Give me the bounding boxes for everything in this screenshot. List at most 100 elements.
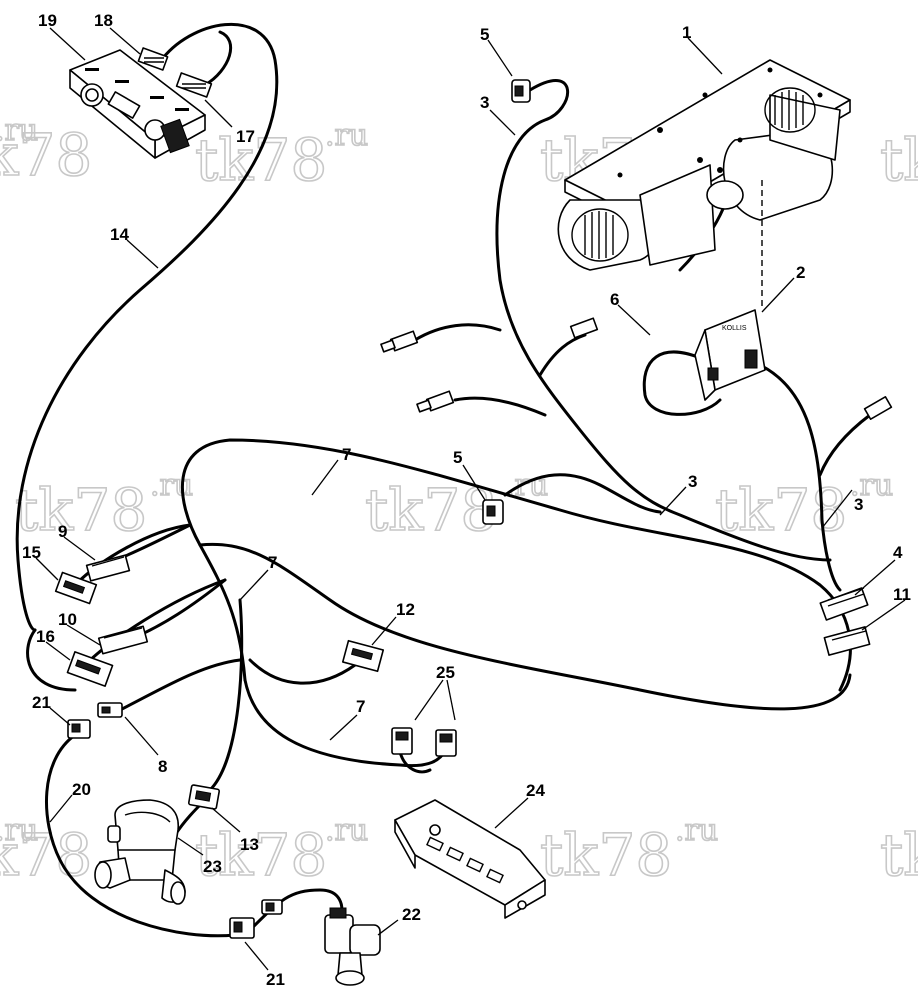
wire-3-right-connector — [818, 413, 872, 477]
wire-3-branch-a — [538, 333, 587, 377]
wire-3-top — [495, 79, 832, 562]
callout-25: 25 — [436, 663, 455, 682]
callout-19: 19 — [38, 11, 57, 30]
connector-9 — [85, 554, 131, 582]
connector-10 — [97, 625, 149, 655]
connector-11 — [823, 626, 871, 656]
callout-3-mid: 3 — [688, 472, 697, 491]
control-panel — [69, 49, 206, 159]
connector-16 — [66, 651, 114, 687]
wire-5-branch — [503, 473, 662, 514]
inline-connector-c — [569, 317, 599, 339]
wire-7-trunk — [243, 678, 448, 768]
connector-18 — [137, 47, 169, 71]
wire-7-branch-25a — [398, 750, 432, 774]
wire-3-branch-c — [453, 396, 547, 417]
callout-20: 20 — [72, 780, 91, 799]
callout-labels: 1 2 3 3 3 4 5 5 6 7 7 7 8 9 10 11 12 13 … — [22, 11, 911, 989]
callout-22: 22 — [402, 905, 421, 924]
watermark-main: tk78 — [195, 126, 327, 194]
callout-3-right: 3 — [854, 495, 863, 514]
wire-7-branch-13 — [208, 598, 244, 792]
water-valve — [94, 799, 186, 905]
watermark-suffix: .ru — [850, 468, 893, 503]
resistor-module: KOLLIS — [694, 309, 766, 401]
callout-13: 13 — [240, 835, 259, 854]
connector-4 — [819, 587, 869, 621]
watermark-suffix: .ru — [325, 118, 368, 153]
watermark-main: tk78 — [195, 821, 327, 889]
callout-21-bottom: 21 — [266, 970, 285, 989]
wire-7-branch-16 — [83, 578, 227, 667]
watermarks: tk78 .ru tk78 .ru tk78 .ru tk78 tk78 .ru… — [0, 112, 918, 890]
callout-7-bottom: 7 — [356, 697, 365, 716]
callout-4: 4 — [893, 543, 903, 562]
watermark-suffix: .ru — [505, 468, 548, 503]
wire-3-right — [758, 363, 842, 592]
connector-15 — [54, 571, 98, 605]
connector-8 — [97, 702, 123, 718]
wire-7-branch-15 — [73, 523, 192, 587]
watermark-main: tk78 — [0, 121, 92, 189]
watermark-suffix: .ru — [675, 813, 718, 848]
bracket-slots — [426, 836, 504, 884]
wire-7-lower — [198, 542, 852, 711]
inline-connector-b — [416, 390, 455, 413]
callout-11: 11 — [893, 585, 911, 604]
connector-12 — [341, 639, 385, 673]
wire-8 — [118, 658, 242, 712]
watermark-main: tk78 — [880, 126, 918, 194]
callout-23: 23 — [203, 857, 222, 876]
watermark-main: tk78 — [15, 476, 147, 544]
callout-3-top: 3 — [480, 93, 489, 112]
wire-20 — [45, 733, 237, 938]
connector-21-top — [67, 719, 91, 739]
callout-12: 12 — [396, 600, 415, 619]
wire-7-branch-12 — [248, 658, 357, 685]
blower-wheel-right — [764, 87, 816, 133]
connector-5-mid — [482, 499, 504, 525]
callout-15: 15 — [22, 543, 41, 562]
callout-10: 10 — [58, 610, 77, 629]
callout-14: 14 — [110, 225, 129, 244]
callout-17: 17 — [236, 127, 255, 146]
callout-8: 8 — [158, 757, 167, 776]
watermark-suffix: .ru — [150, 468, 193, 503]
watermark-main: tk78 — [0, 821, 92, 889]
watermark-suffix: .ru — [0, 113, 38, 148]
leader-lines — [35, 27, 906, 971]
solenoid-valve — [324, 907, 381, 986]
callout-16: 16 — [36, 627, 55, 646]
connector-13 — [187, 784, 221, 810]
mounting-bracket — [394, 799, 546, 919]
watermark-main: tk78 — [880, 821, 918, 889]
callout-24: 24 — [526, 781, 545, 800]
callout-21-top: 21 — [32, 693, 51, 712]
control-panel-buttons — [85, 68, 189, 111]
callout-1: 1 — [682, 23, 691, 42]
callout-5-top: 5 — [480, 25, 489, 44]
watermark-suffix: .ru — [0, 813, 38, 848]
inline-connector-d — [863, 396, 893, 420]
connector-21-bottom — [229, 899, 283, 939]
callout-5-mid: 5 — [453, 448, 462, 467]
callout-7-top: 7 — [342, 445, 351, 464]
blower-wheel-left — [571, 208, 629, 262]
blower-holes — [617, 67, 823, 178]
connector-5-top — [511, 79, 531, 103]
callout-6: 6 — [610, 290, 619, 309]
wire-17-loop — [203, 30, 233, 87]
inline-connector-a — [380, 330, 419, 353]
wire-3-branch-b — [413, 323, 502, 342]
connector-17 — [175, 72, 213, 98]
wire-14 — [15, 22, 279, 632]
watermark-main: tk78 — [540, 821, 672, 889]
watermark-suffix: .ru — [325, 813, 368, 848]
wire-6 — [642, 350, 722, 416]
resistor-brand-mark: KOLLIS — [722, 325, 747, 332]
callout-9: 9 — [58, 522, 67, 541]
connector-25-left — [391, 727, 413, 755]
wire-left-loop — [26, 628, 77, 692]
callout-18: 18 — [94, 11, 113, 30]
